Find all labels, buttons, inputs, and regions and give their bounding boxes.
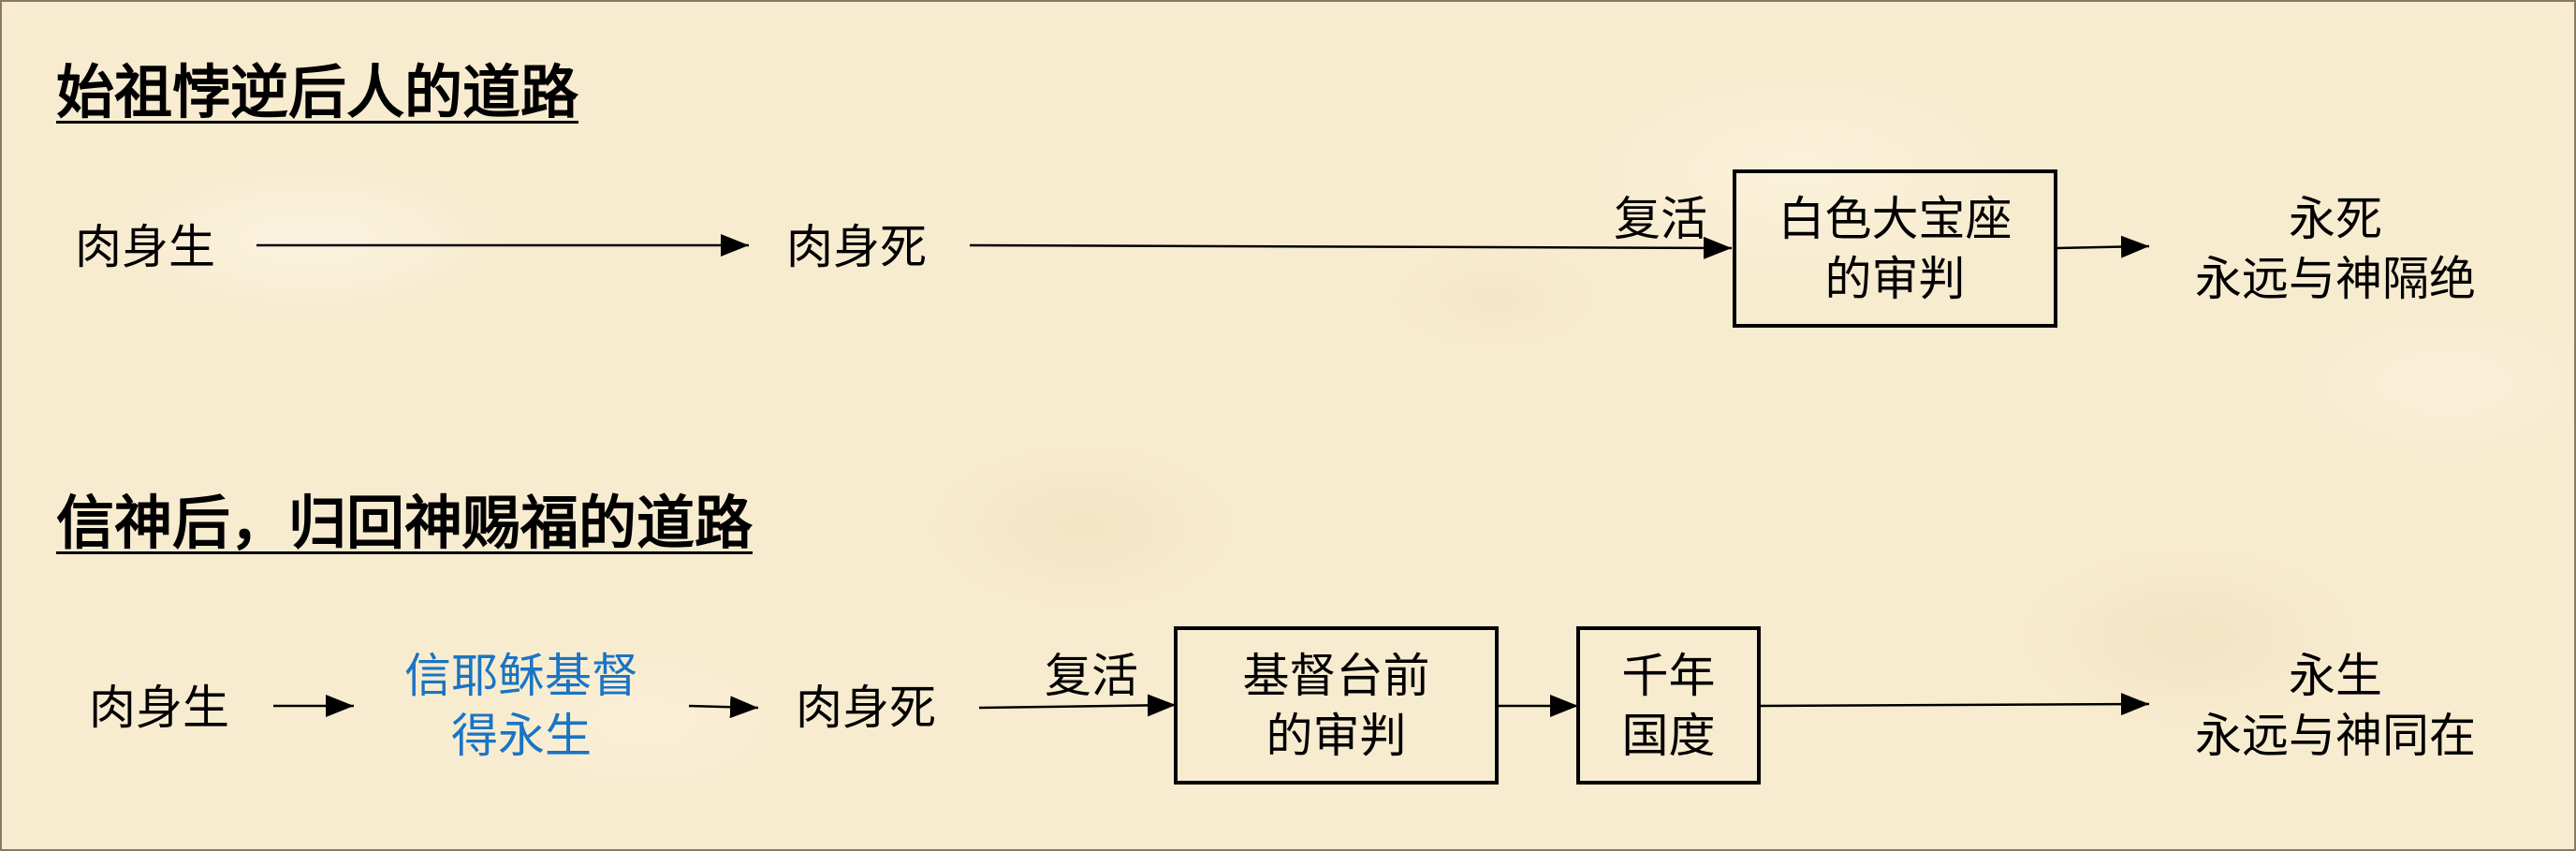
path1-outcome-line2: 永远与神隔绝 xyxy=(2195,252,2476,306)
arrow-believe-to-death xyxy=(688,696,759,719)
path2-believe-line1: 信耶稣基督 xyxy=(404,649,638,703)
path2-millennium-line1: 千年 xyxy=(1621,648,1716,703)
path1-resurrection-label: 复活 xyxy=(1614,192,1707,246)
path2-christ-judgment-box: 基督台前 的审判 xyxy=(1174,626,1499,785)
path1-judgment-line2: 的审判 xyxy=(1824,251,1966,306)
path2-outcome-line2: 永远与神同在 xyxy=(2195,709,2476,763)
arrow-millennium-to-outcome xyxy=(1759,693,2150,716)
path2-resurrection-label: 复活 xyxy=(1045,649,1138,703)
path2-millennium-line2: 国度 xyxy=(1621,708,1716,763)
path2-believe-jesus: 信耶稣基督 得永生 xyxy=(376,646,666,766)
path2-title: 信神后，归回神赐福的道路 xyxy=(56,489,754,557)
path2-flesh-death: 肉身死 xyxy=(796,681,936,735)
path1-judgment-line1: 白色大宝座 xyxy=(1778,191,2012,246)
arrow-judgment-to-outcome-1 xyxy=(2056,235,2150,258)
path2-outcome-line1: 永生 xyxy=(2289,649,2382,703)
path2-judgment-line2: 的审判 xyxy=(1266,708,1407,763)
path1-flesh-birth: 肉身生 xyxy=(75,220,215,274)
path1-outcome: 永死 永远与神隔绝 xyxy=(2172,189,2499,309)
arrow-death-to-judgment-1 xyxy=(969,236,1733,259)
path2-judgment-line1: 基督台前 xyxy=(1242,648,1430,703)
path1-flesh-death: 肉身死 xyxy=(786,220,927,274)
path1-outcome-line1: 永死 xyxy=(2289,192,2382,246)
path2-millennium-box: 千年 国度 xyxy=(1576,626,1761,785)
path1-title: 始祖悖逆后人的道路 xyxy=(56,58,579,126)
path2-believe-line2: 得永生 xyxy=(451,709,592,763)
arrow-death-to-judgment-2 xyxy=(978,694,1177,717)
path1-white-throne-judgment-box: 白色大宝座 的审判 xyxy=(1733,169,2057,328)
path2-flesh-birth: 肉身生 xyxy=(89,681,229,735)
path2-outcome: 永生 永远与神同在 xyxy=(2172,646,2499,766)
